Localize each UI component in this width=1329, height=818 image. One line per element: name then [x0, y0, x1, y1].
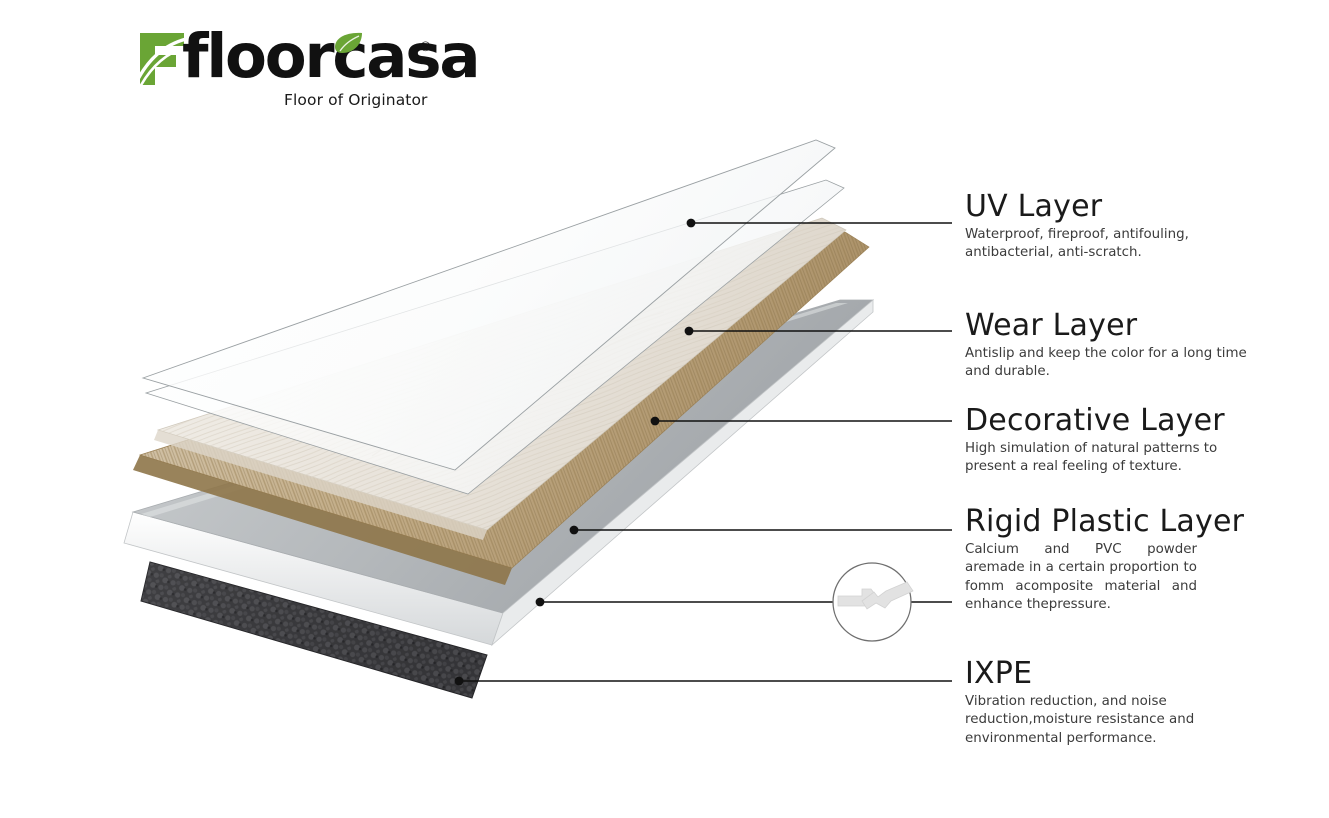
leader-dot-rigid-detail — [535, 597, 545, 607]
callout-desc-rigid: Calcium and PVC powder aremade in a cert… — [965, 542, 1197, 612]
layer-shape-uv-sheet — [141, 139, 836, 471]
floorcasa-f-mark-icon — [138, 33, 186, 85]
leader-lines — [459, 222, 952, 682]
callout-title-ixpe: IXPE — [965, 656, 1033, 691]
callout-rigid-plastic-layer: Rigid Plastic Layer Calcium and PVC powd… — [965, 505, 1265, 614]
brand-tagline: Floor of Originator — [284, 91, 428, 109]
callout-decorative-layer: Decorative Layer High simulation of natu… — [965, 404, 1265, 477]
callout-desc-wear: Antislip and keep the color for a long t… — [965, 346, 1247, 380]
callout-title-wear: Wear Layer — [965, 308, 1138, 343]
callout-desc-ixpe: Vibration reduction, and noise reduction… — [965, 694, 1195, 746]
leaf-icon — [335, 32, 362, 53]
callout-desc-uv: Waterproof, fireproof, antifouling, anti… — [965, 227, 1189, 261]
leader-dot-rigid — [569, 525, 579, 535]
leader-dot-wear — [684, 326, 694, 336]
leader-dot-decorative — [650, 416, 660, 426]
leader-dot-ixpe — [454, 676, 464, 686]
brand-wordmark: floorcasa — [182, 21, 481, 92]
registered-trademark-symbol: ® — [419, 40, 432, 55]
callout-uv-layer: UV Layer Waterproof, fireproof, antifoul… — [965, 190, 1265, 263]
layer-shape-ixpe — [140, 561, 488, 699]
leader-dots — [454, 218, 696, 686]
callout-wear-layer: Wear Layer Antislip and keep the color f… — [965, 309, 1265, 382]
callout-title-rigid: Rigid Plastic Layer — [965, 504, 1245, 539]
leader-dot-uv — [686, 218, 696, 228]
callout-desc-decorative: High simulation of natural patterns to p… — [965, 441, 1218, 475]
callout-title-decorative: Decorative Layer — [965, 403, 1225, 438]
callout-title-uv: UV Layer — [965, 189, 1103, 224]
click-lock-joint-icon — [832, 562, 914, 642]
callout-ixpe-layer: IXPE Vibration reduction, and noise redu… — [965, 657, 1265, 748]
brand-logo: floorcasa ® Floor of Originator — [138, 26, 481, 115]
